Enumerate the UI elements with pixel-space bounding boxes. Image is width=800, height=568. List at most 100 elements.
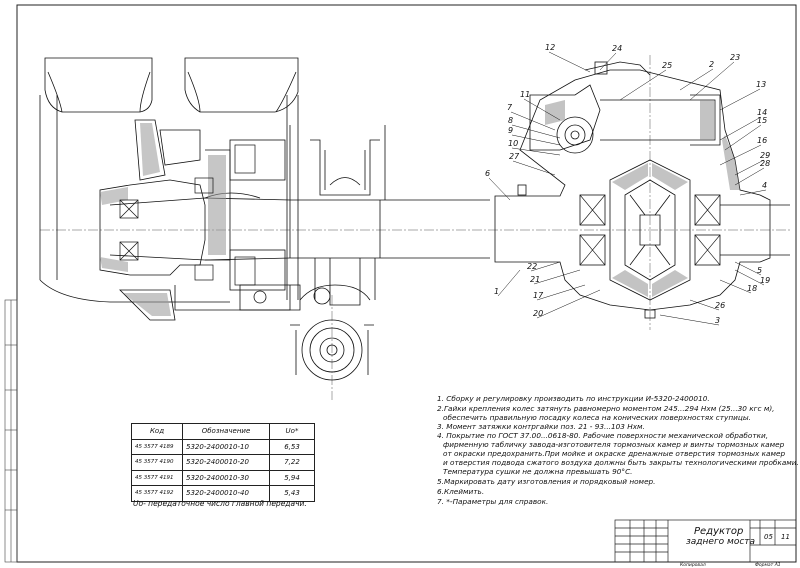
callout-leader: [511, 124, 561, 139]
callout-label: 28: [760, 159, 770, 168]
table-row: 45 3577 4192 5320-2400010-40 5,43: [131, 485, 315, 502]
col-ratio: Uo*: [269, 423, 315, 440]
sheet-number: 05: [764, 533, 773, 541]
note-line: и отверстия подвода сжатого воздуха долж…: [443, 458, 799, 467]
note-line: от окраски предохранить.При мойке и окра…: [443, 449, 786, 458]
cell-ratio: 6,53: [269, 438, 315, 455]
callout-label: 8: [508, 116, 513, 125]
brake-chamber: [239, 284, 374, 381]
note-line: 3. Момент затяжки контргайки поз. 21 - 9…: [437, 422, 645, 431]
note-line: 7. *-Параметры для справок.: [437, 497, 549, 506]
callout-leader: [689, 61, 735, 101]
callout-leader: [719, 88, 761, 111]
cell-code: 45 3577 4191: [131, 469, 183, 486]
title-block-frame: [614, 519, 797, 563]
bearing-crosses: [579, 194, 721, 266]
callout-leader: [739, 189, 767, 196]
callout-label: 5: [757, 266, 762, 275]
callout-leader: [599, 52, 617, 71]
callout-label: 15: [757, 116, 767, 125]
callout-label: 20: [533, 309, 543, 318]
callout-leader: [511, 147, 561, 156]
cell-designation: 5320-2400010-30: [182, 469, 270, 486]
col-code: Код: [131, 423, 183, 440]
callout-leader: [734, 269, 765, 286]
callout-label: 25: [662, 61, 672, 70]
callout-label: 29: [760, 151, 770, 160]
note-line: Температура сушки не должна превышать 90…: [443, 467, 633, 476]
final-drive-hatching: [545, 100, 740, 297]
callout-leader: [734, 261, 762, 276]
callout-leader: [719, 279, 752, 294]
drawing-title-line2: заднего моста: [686, 537, 756, 547]
sheet-frame: [16, 4, 797, 563]
callout-label: 12: [545, 43, 555, 52]
note-line: обеспечить правильную посадку колеса на …: [443, 413, 751, 422]
note-line: фирменную табличку завода-изготовителя т…: [443, 440, 785, 449]
cell-designation: 5320-2400010-20: [182, 454, 270, 471]
cell-ratio: 5,94: [269, 469, 315, 486]
callout-leader: [523, 98, 561, 121]
callout-leader: [679, 68, 714, 91]
callout-label: 19: [760, 276, 770, 285]
callout-leader: [512, 160, 556, 176]
callout-leader: [488, 177, 511, 201]
cell-code: 45 3577 4189: [131, 438, 183, 455]
note-line: 2.Гайки крепления колес затянуть равноме…: [437, 404, 775, 413]
hub-hatching: [100, 123, 226, 316]
sheet-count: 11: [781, 533, 790, 541]
note-line: 5.Маркировать дату изготовления и порядк…: [437, 477, 656, 486]
callout-leader: [719, 144, 762, 166]
callout-leader: [533, 269, 581, 285]
callout-leader: [734, 167, 765, 186]
cell-ratio: 7,22: [269, 454, 315, 471]
callout-label: 22: [527, 262, 537, 271]
callout-leader: [619, 69, 667, 101]
callout-label: 27: [509, 152, 520, 161]
callout-leader: [511, 134, 561, 146]
callout-leader: [719, 116, 762, 141]
note-line: 1. Сборку и регулировку производить по и…: [437, 394, 710, 403]
cell-designation: 5320-2400010-10: [182, 438, 270, 455]
callout-leader: [497, 269, 521, 297]
callout-label: 2: [709, 60, 714, 69]
final-drive-assembly: [494, 61, 790, 319]
callout-label: 23: [730, 53, 740, 62]
ratio-table-header: Код Обозначение Uo*: [131, 423, 315, 440]
ratio-table: Код Обозначение Uo* 45 3577 4189 5320-24…: [131, 423, 315, 502]
callout-label: 21: [530, 275, 540, 284]
callout-leader: [548, 51, 591, 73]
callout-label: 4: [762, 181, 767, 190]
callout-label: 1: [494, 287, 499, 296]
callout-label: 18: [747, 284, 757, 293]
col-designation: Обозначение: [182, 423, 270, 440]
callout-label: 13: [756, 80, 766, 89]
cell-code: 45 3577 4190: [131, 454, 183, 471]
callout-label: 6: [485, 169, 490, 178]
note-line: 4. Покрытие по ГОСТ 37.00...0618-80. Раб…: [437, 431, 769, 440]
callout-label: 17: [533, 291, 544, 300]
callout-leader: [530, 261, 561, 272]
callout-label: 7: [507, 103, 513, 112]
callout-label: 26: [715, 301, 725, 310]
wheel-hub-assembly: [39, 57, 490, 321]
callout-label: 14: [757, 108, 767, 117]
callout-leader: [536, 284, 586, 301]
callout-leader: [510, 111, 556, 131]
drawing-title-line1: Редуктор: [694, 526, 744, 537]
table-footnote: Uo- передаточное число главной передачи.: [133, 499, 307, 508]
left-margin-strips: [4, 299, 18, 563]
centerlines: [40, 55, 790, 400]
note-line: 6.Клеймить.: [437, 487, 485, 496]
cell-ratio: 5,43: [269, 485, 315, 502]
callout-label: 3: [715, 316, 720, 325]
callout-leader: [724, 124, 762, 151]
callout-leader: [536, 289, 601, 319]
callout-label: 11: [520, 90, 530, 99]
callout-label: 16: [757, 136, 767, 145]
axle-housing: [289, 125, 386, 306]
table-row: 45 3577 4191 5320-2400010-30 5,94: [131, 469, 315, 486]
